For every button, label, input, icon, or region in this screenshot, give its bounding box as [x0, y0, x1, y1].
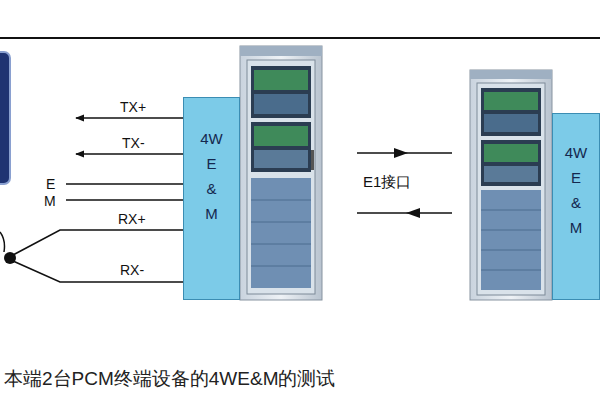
- signal-label: TX+: [120, 99, 146, 115]
- test-instrument: [0, 52, 10, 184]
- e1-arrowhead: [394, 148, 408, 158]
- tx-arrow: [76, 117, 183, 119]
- interface-box: 4W E & M: [552, 113, 600, 300]
- pcm-cabinet: [240, 46, 322, 300]
- rule-line: [0, 37, 600, 39]
- interface-label: 4W E & M: [565, 140, 588, 240]
- signal-label: E1接口: [363, 174, 411, 190]
- e1-line: [357, 212, 452, 214]
- interface-label: 4W E & M: [200, 126, 223, 226]
- tx-arrow: [76, 153, 183, 155]
- signal-label: E: [46, 176, 55, 192]
- signal-label: RX-: [120, 262, 144, 278]
- e1-arrowhead: [406, 208, 420, 218]
- e-wire: [66, 183, 183, 185]
- rx-wire: [13, 230, 183, 255]
- caption: 本端2台PCM终端设备的4WE&M的测试: [4, 366, 335, 392]
- interface-box: 4W E & M: [183, 97, 240, 300]
- pcm-cabinet: [470, 70, 552, 300]
- signal-label: RX+: [118, 211, 146, 227]
- junction-dot: [4, 252, 16, 264]
- signal-label: TX-: [122, 135, 145, 151]
- m-wire: [66, 199, 183, 201]
- rx-wire: [13, 261, 183, 282]
- signal-label: M: [44, 193, 56, 209]
- wire: [0, 232, 5, 252]
